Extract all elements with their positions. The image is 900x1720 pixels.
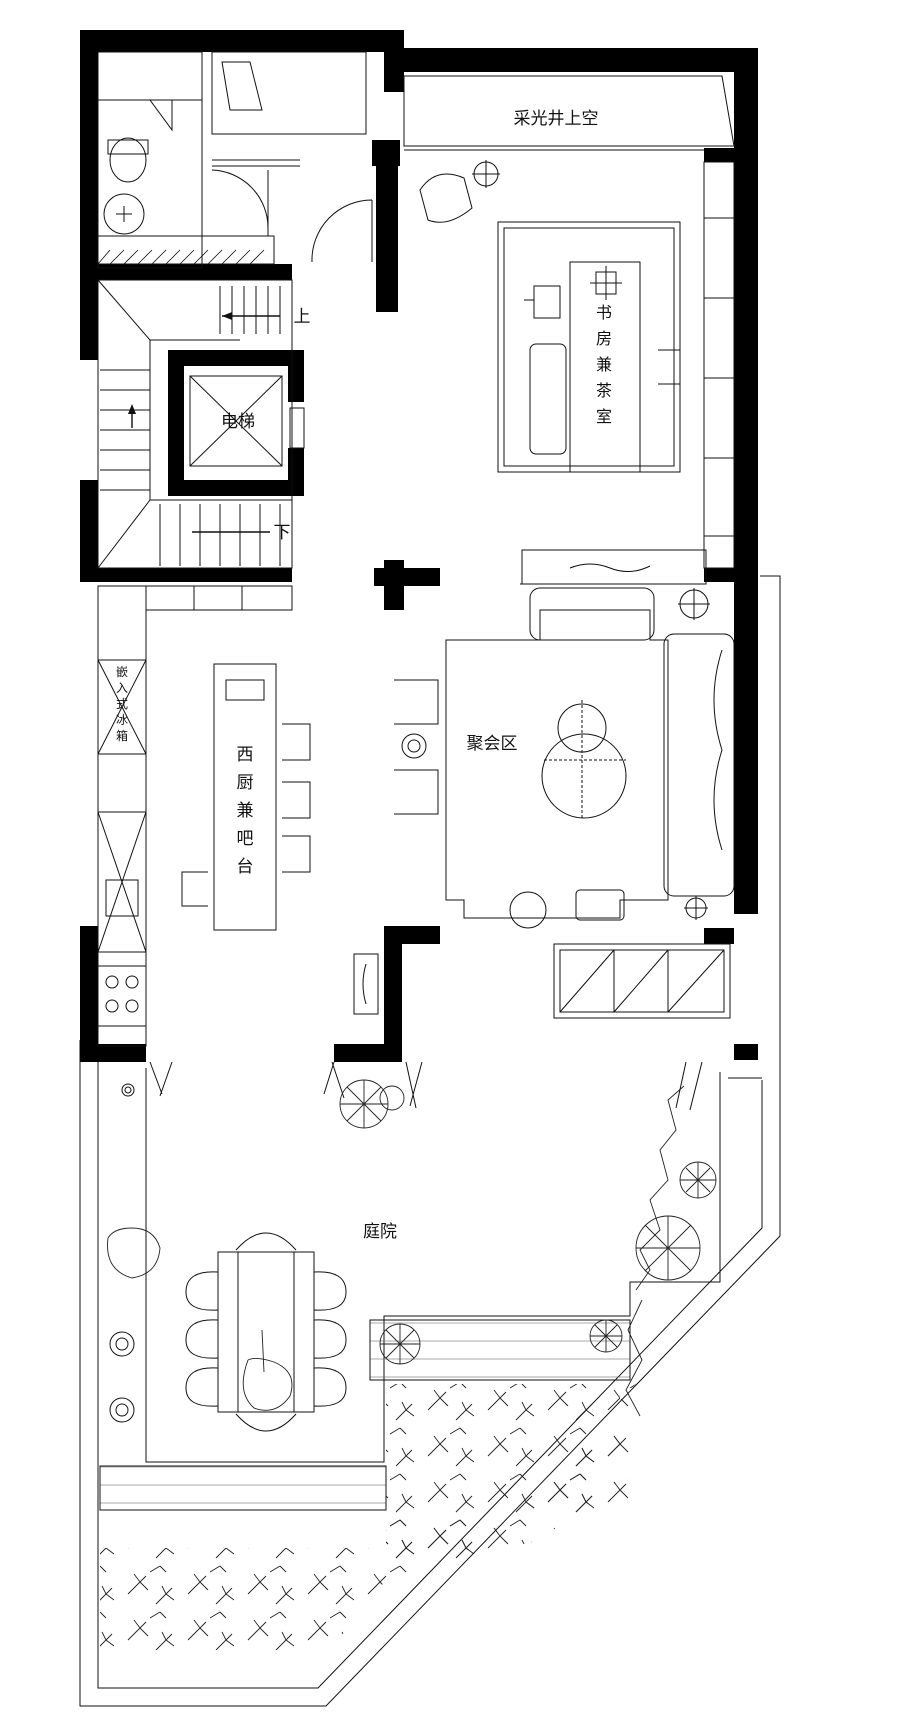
kitchen-label: 西厨兼吧台 (237, 745, 254, 877)
courtyard-terrace (99, 1068, 721, 1511)
study-label: 书房兼茶室 (596, 303, 612, 426)
elevator-label: 电梯 (221, 412, 255, 432)
stair-up-label: 上 (294, 307, 311, 327)
study-label-text: 书房兼茶室 (596, 303, 612, 426)
bamboo-planting (100, 1085, 685, 1650)
interior-outlines (97, 51, 735, 1432)
fridge-label: 嵌入式冰箱 (116, 665, 128, 743)
skylight-label: 采光井上空 (514, 109, 599, 129)
lounge-label: 聚会区 (467, 734, 518, 754)
structural-walls (80, 30, 758, 1062)
kitchen-label-text: 西厨兼吧台 (237, 745, 254, 877)
stair-down-label: 下 (274, 523, 291, 543)
room-labels: 采光井上空 电梯 上 下 聚会区 庭院 (221, 109, 599, 1242)
fridge-label-text: 嵌入式冰箱 (116, 665, 128, 743)
courtyard-label: 庭院 (363, 1222, 397, 1242)
